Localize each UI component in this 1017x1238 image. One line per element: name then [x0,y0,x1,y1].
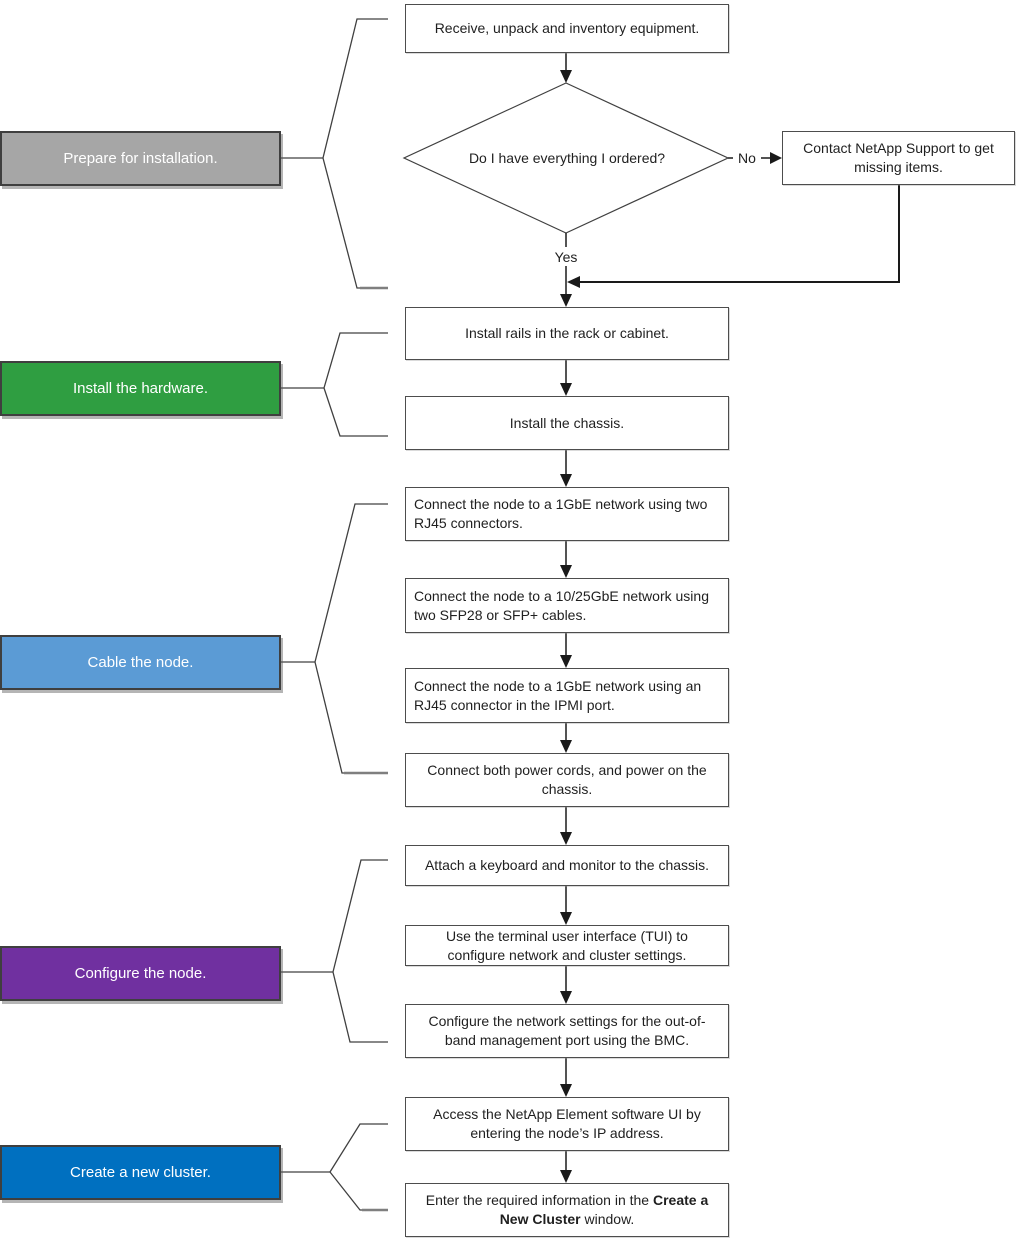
step-connect-10-25gbe-network: Connect the node to a 10/25GbE network u… [405,578,729,633]
step-enter-create-cluster-info: Enter the required information in the Cr… [405,1183,729,1237]
phase-create-a-new-cluster: Create a new cluster. [0,1145,281,1200]
phase-install-the-hardware: Install the hardware. [0,361,281,416]
flow-arrows [560,53,572,1183]
step-connect-ipmi-port: Connect the node to a 1GbE network using… [405,668,729,723]
bracket-ticks [344,286,388,1212]
step-text: Enter the required information in the Cr… [412,1191,722,1229]
phase-brackets [281,18,388,1211]
phase-cable-the-node: Cable the node. [0,635,281,690]
step-receive-equipment: Receive, unpack and inventory equipment. [405,4,729,53]
decision-question: Do I have everything I ordered? [468,150,666,166]
step-connect-1gbe-network: Connect the node to a 1GbE network using… [405,487,729,541]
phase-label: Prepare for installation. [63,150,218,167]
phase-label: Configure the node. [74,965,207,982]
step-use-tui: Use the terminal user interface (TUI) to… [405,925,729,966]
step-install-rails: Install rails in the rack or cabinet. [405,307,729,360]
step-text-pre: Enter the required information in the [425,1192,653,1208]
feedback-loop-line [567,185,900,288]
step-install-chassis: Install the chassis. [405,396,729,450]
no-branch-label: No [733,148,761,167]
step-access-element-ui: Access the NetApp Element software UI by… [405,1097,729,1151]
step-contact-netapp-support: Contact NetApp Support to get missing it… [782,131,1015,185]
phase-configure-the-node: Configure the node. [0,946,281,1001]
yes-branch-label: Yes [546,247,586,266]
step-text-post: window. [580,1211,635,1227]
phase-label: Create a new cluster. [70,1164,211,1181]
phase-label: Cable the node. [87,654,194,671]
step-text-bold: Create a New Cluster [499,1192,709,1227]
step-connect-power-cords: Connect both power cords, and power on t… [405,753,729,807]
step-configure-bmc: Configure the network settings for the o… [405,1004,729,1058]
phase-label: Install the hardware. [72,380,209,397]
step-attach-keyboard-monitor: Attach a keyboard and monitor to the cha… [405,845,729,886]
phase-prepare-for-installation: Prepare for installation. [0,131,281,186]
